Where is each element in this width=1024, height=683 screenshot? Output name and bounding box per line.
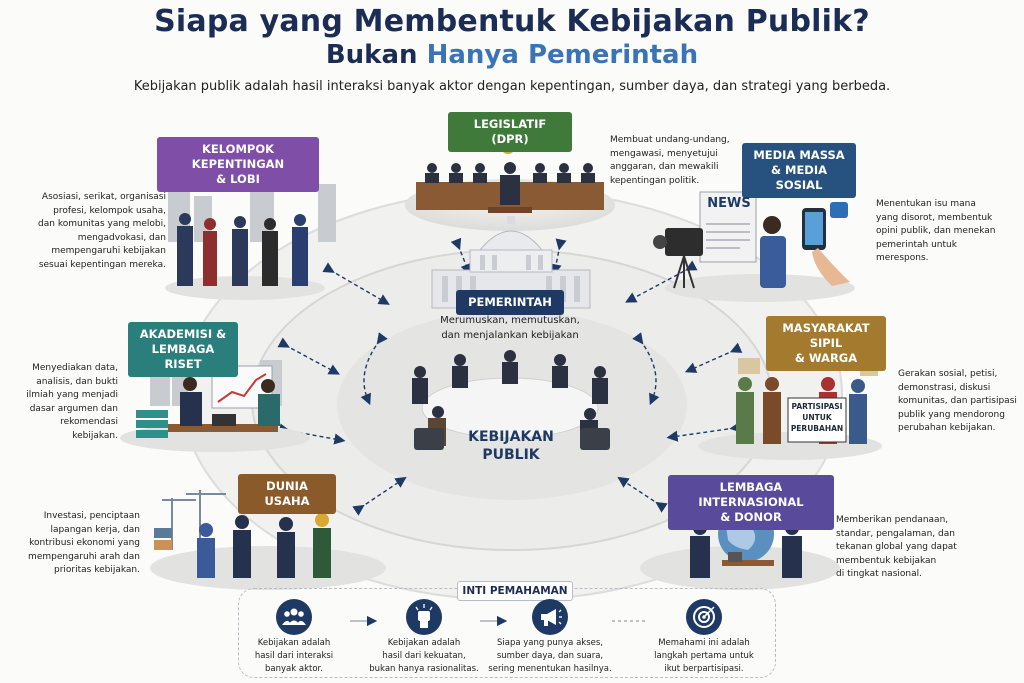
pemerintah-desc: Merumuskan, memutuskan,dan menjalankan k… [440,315,580,341]
summary-heading: INTI PEMAHAMAN [457,581,573,601]
subtitle-part-1: Bukan [325,40,418,70]
media-label: MEDIA MASSA& MEDIA SOSIAL [742,143,856,198]
page-title: Siapa yang Membentuk Kebijakan Publik? [154,4,870,39]
table-chairs [414,428,610,450]
arrow-curve-left [360,332,388,406]
newspaper [699,191,757,263]
participation-sign [787,397,847,443]
internasional-label: LEMBAGA INTERNASIONAL& DONOR [668,475,834,530]
arrow-curve-right [632,332,660,406]
arrow-masyarakat-center [684,342,743,373]
arrow-internasional-center [617,476,668,513]
arrow-legislatif-pemerintah-right [550,238,567,276]
masyarakat-label: MASYARAKAT SIPIL& WARGA [766,316,886,371]
akademisi-label: AKADEMISI &LEMBAGA RISET [128,322,238,377]
kelompok-buildings [168,182,336,242]
reporter [760,216,786,288]
legislatif-label: LEGISLATIF (DPR) [448,112,572,152]
pemerintah-label: PEMERINTAH [456,290,564,315]
group-icon [276,599,312,635]
news-sign: NEWS [707,196,751,211]
masyarakat-desc: Gerakan sosial, petisi,demonstrasi, disk… [898,369,1017,433]
akademisi-desk [168,424,278,432]
subtitle-part-2: Hanya Pemerintah [426,40,699,70]
tv-camera [665,228,703,256]
legislatif-members [425,162,595,205]
megaphone-icon [532,599,568,635]
target-icon [686,599,722,635]
arrow-akademisi-center [277,337,340,375]
akademisi-desc: Menyediakan data,analisis, dan bukti ilm… [26,363,118,441]
internasional-desc: Memberikan pendanaan,standar, pengalaman… [836,515,957,579]
arrow-media-center [625,260,698,303]
kelompok-people [177,213,308,286]
arrow-kelompok-center [322,262,390,305]
arrow-legislatif-pemerintah-left [450,237,472,276]
arrow-masyarakat-lower [666,421,742,442]
fist-icon [406,599,442,635]
business-people [197,513,331,578]
port-cranes [162,490,226,550]
like-bubble [830,202,848,218]
legislatif-desc: Membuat undang-undang,mengawasi, menyetu… [610,135,730,186]
summary-item-3: Siapa yang punya akses,sumber daya, dan … [488,638,612,674]
usaha-label: DUNIA USAHA [238,474,336,514]
intro-text: Kebijakan publik adalah hasil interaksi … [133,79,891,94]
kelompok-label: KELOMPOK KEPENTINGAN& LOBI [157,137,319,192]
arrow-usaha-center [352,476,407,516]
page-subtitle: Bukan Hanya Pemerintah [0,40,1024,70]
